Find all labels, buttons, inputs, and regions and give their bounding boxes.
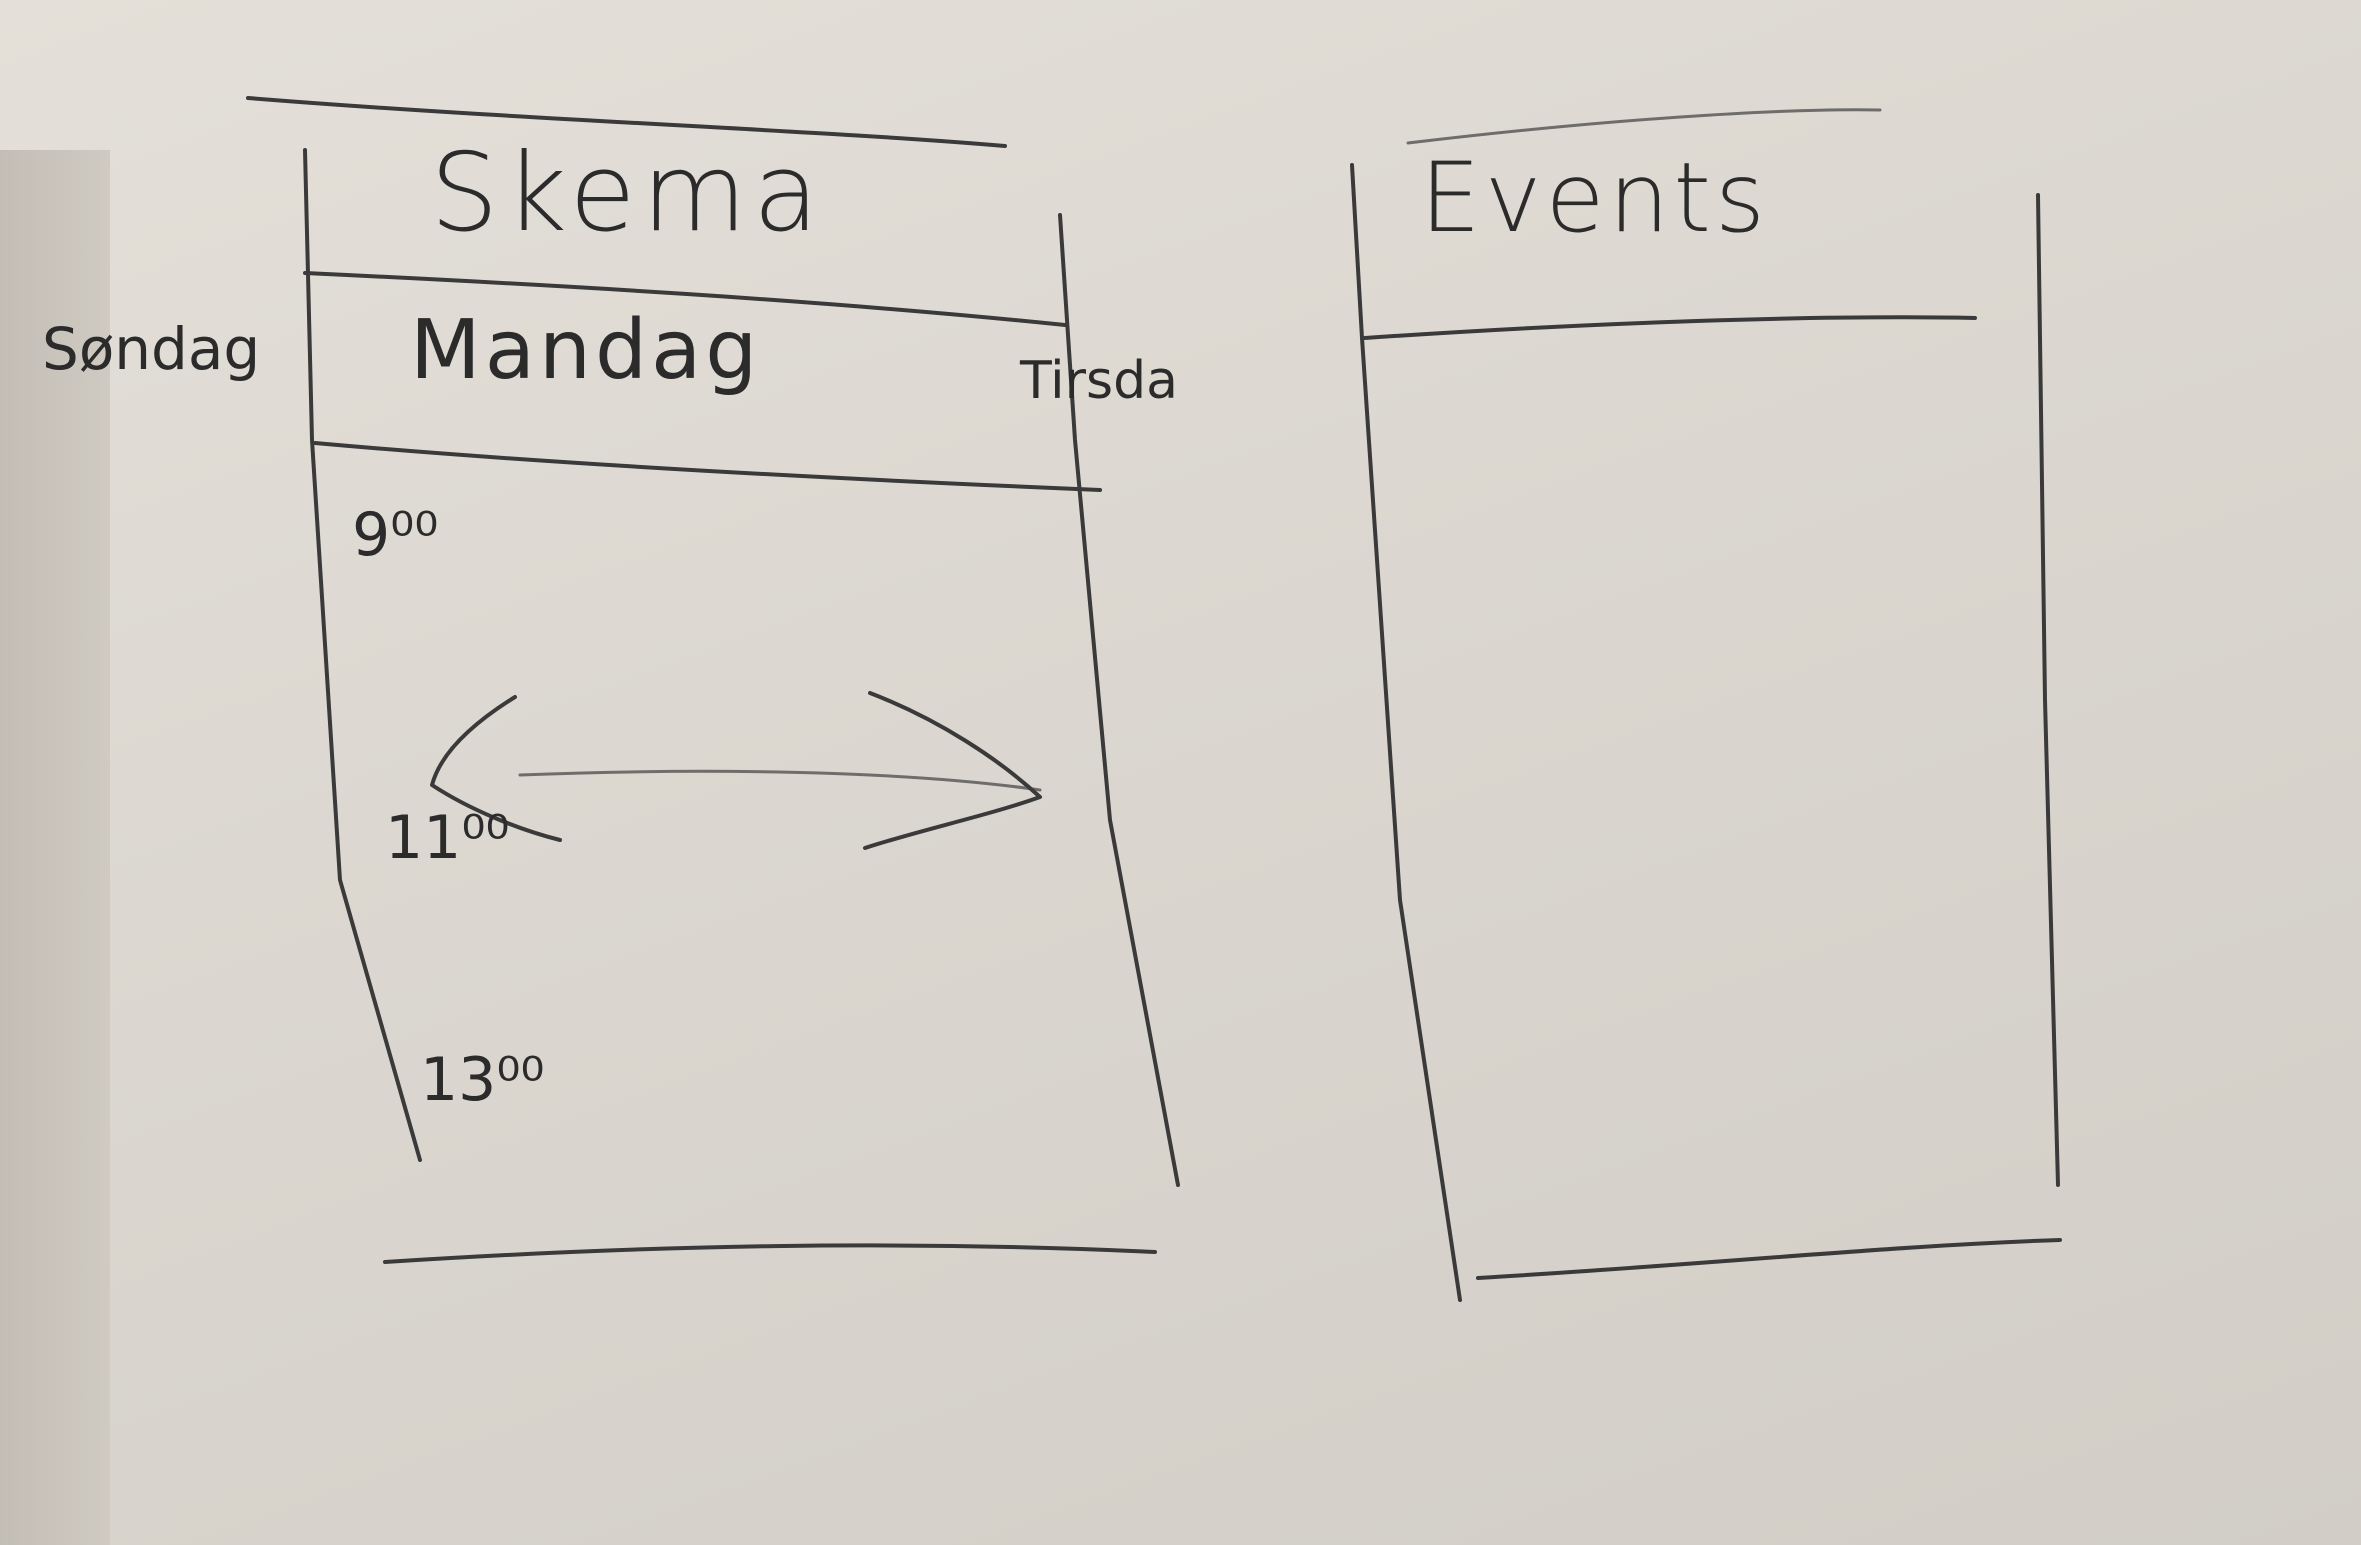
events-bottom-rule <box>1476 1238 2062 1280</box>
time-slot-label: 11⁰⁰ <box>385 803 510 873</box>
schedule-bottom-rule <box>383 1243 1157 1264</box>
day-current: Mandag <box>410 303 762 398</box>
arrow-right-head <box>863 691 1042 850</box>
schedule-day-divider <box>313 441 1102 492</box>
arrow-shaft <box>518 769 1042 792</box>
schedule-header-divider <box>303 271 1067 327</box>
events-left-border <box>1350 163 1462 1302</box>
events-header-divider <box>1363 315 1977 340</box>
arrow-left-head <box>430 695 562 842</box>
paper-edge <box>0 150 110 1545</box>
events-list[interactable] <box>1370 335 2030 1235</box>
events-top-rule <box>1406 108 1882 145</box>
time-slot-label: 9⁰⁰ <box>352 500 439 570</box>
day-previous[interactable]: Søndag <box>42 315 261 383</box>
double-arrow-icon[interactable] <box>430 691 1042 850</box>
schedule-title: Skema <box>430 131 826 256</box>
events-frame <box>1350 108 2062 1302</box>
day-next[interactable]: Tirsda <box>1020 351 1178 411</box>
events-title: Events <box>1420 142 1770 254</box>
schedule-left-border <box>303 148 422 1162</box>
schedule-frame <box>246 96 1180 1264</box>
time-slot-label: 13⁰⁰ <box>420 1045 545 1115</box>
schedule-top-rule <box>246 96 1007 148</box>
events-right-border <box>2036 193 2060 1187</box>
schedule-right-border <box>1058 213 1180 1187</box>
